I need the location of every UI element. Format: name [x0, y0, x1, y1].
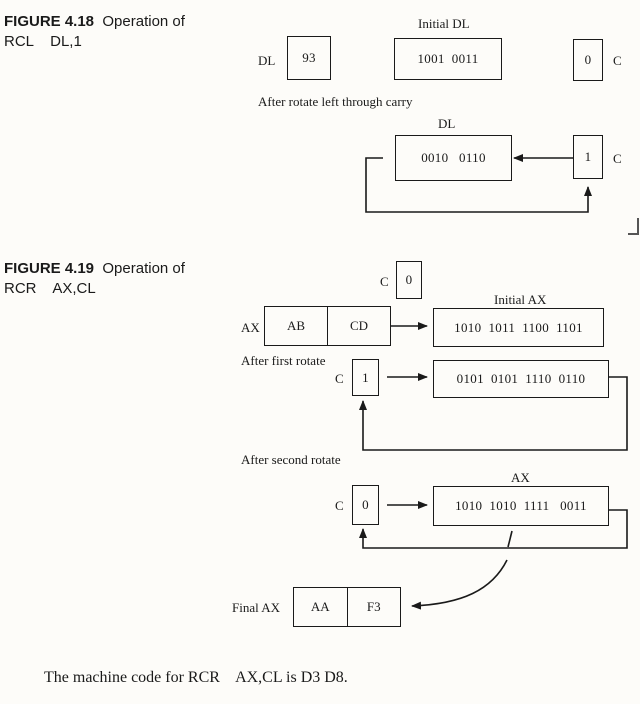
carry-second-label: C	[335, 498, 344, 513]
figure-4-19-caption: FIGURE 4.19 Operation of	[4, 259, 185, 278]
final-low-byte: F3	[346, 588, 401, 626]
to-final-arrow	[411, 559, 508, 610]
ax-after-second-label: AX	[511, 470, 530, 485]
ax-register-label: AX	[241, 320, 260, 335]
ax-wrap-arrow-1	[359, 376, 628, 451]
initial-dl-label: Initial DL	[418, 16, 470, 31]
carry-label: C	[613, 53, 622, 68]
figure-4-19-number: FIGURE 4.19	[4, 260, 95, 277]
figure-4-18-caption-text: Operation of	[102, 13, 185, 30]
final-ax-box: AA F3	[293, 587, 401, 627]
figure-4-19-caption-text: Operation of	[102, 260, 185, 277]
carry-top-box: 0	[396, 261, 422, 299]
figure-4-19-caption-line2: RCR AX,CL	[4, 280, 96, 297]
carry-first-label: C	[335, 371, 344, 386]
after-rotate-label: After rotate left through carry	[258, 94, 413, 109]
dl-binary-after-box: 0010 0110	[395, 135, 512, 181]
figure-4-18-caption: FIGURE 4.18 Operation of	[4, 12, 185, 31]
dl-register-label: DL	[258, 53, 276, 68]
ax-high-byte: AB	[286, 318, 306, 333]
ax-binary-box: 1010 1011 1100 1101	[433, 308, 604, 347]
final-high-byte: AA	[310, 599, 330, 614]
after-second-rotate-label: After second rotate	[241, 452, 341, 467]
carry-label-after: C	[613, 151, 622, 166]
carry-second-box: 0	[352, 485, 379, 525]
carry-first-box: 1	[352, 359, 379, 396]
final-ax-label: Final AX	[232, 600, 281, 615]
ax-low-byte: CD	[327, 307, 390, 345]
machine-code-sentence: The machine code for RCR AX,CL is D3 D8.	[44, 669, 348, 686]
ax-hex-box: AB CD	[264, 306, 391, 346]
dl-wrap-arrow	[365, 157, 592, 213]
dl-after-label: DL	[438, 116, 456, 131]
carry-initial-box: 0	[573, 39, 603, 81]
ax-binary-first-box: 0101 0101 1110 0110	[433, 360, 609, 398]
after-first-rotate-label: After first rotate	[241, 353, 326, 368]
carry-after-box: 1	[573, 135, 603, 179]
ax-wrap-arrow-2	[359, 509, 628, 549]
figure-4-18-number: FIGURE 4.18	[4, 13, 95, 30]
dl-binary-box: 1001 0011	[394, 38, 502, 80]
carry-top-label: C	[380, 274, 389, 289]
page-margin-mark	[628, 218, 639, 235]
dl-hex-box: 93	[287, 36, 331, 80]
ax-binary-second-box: 1010 1010 1111 0011	[433, 486, 609, 526]
initial-ax-label: Initial AX	[494, 292, 547, 307]
tick-mark	[507, 530, 513, 548]
figure-4-18-caption-line2: RCL DL,1	[4, 33, 82, 50]
